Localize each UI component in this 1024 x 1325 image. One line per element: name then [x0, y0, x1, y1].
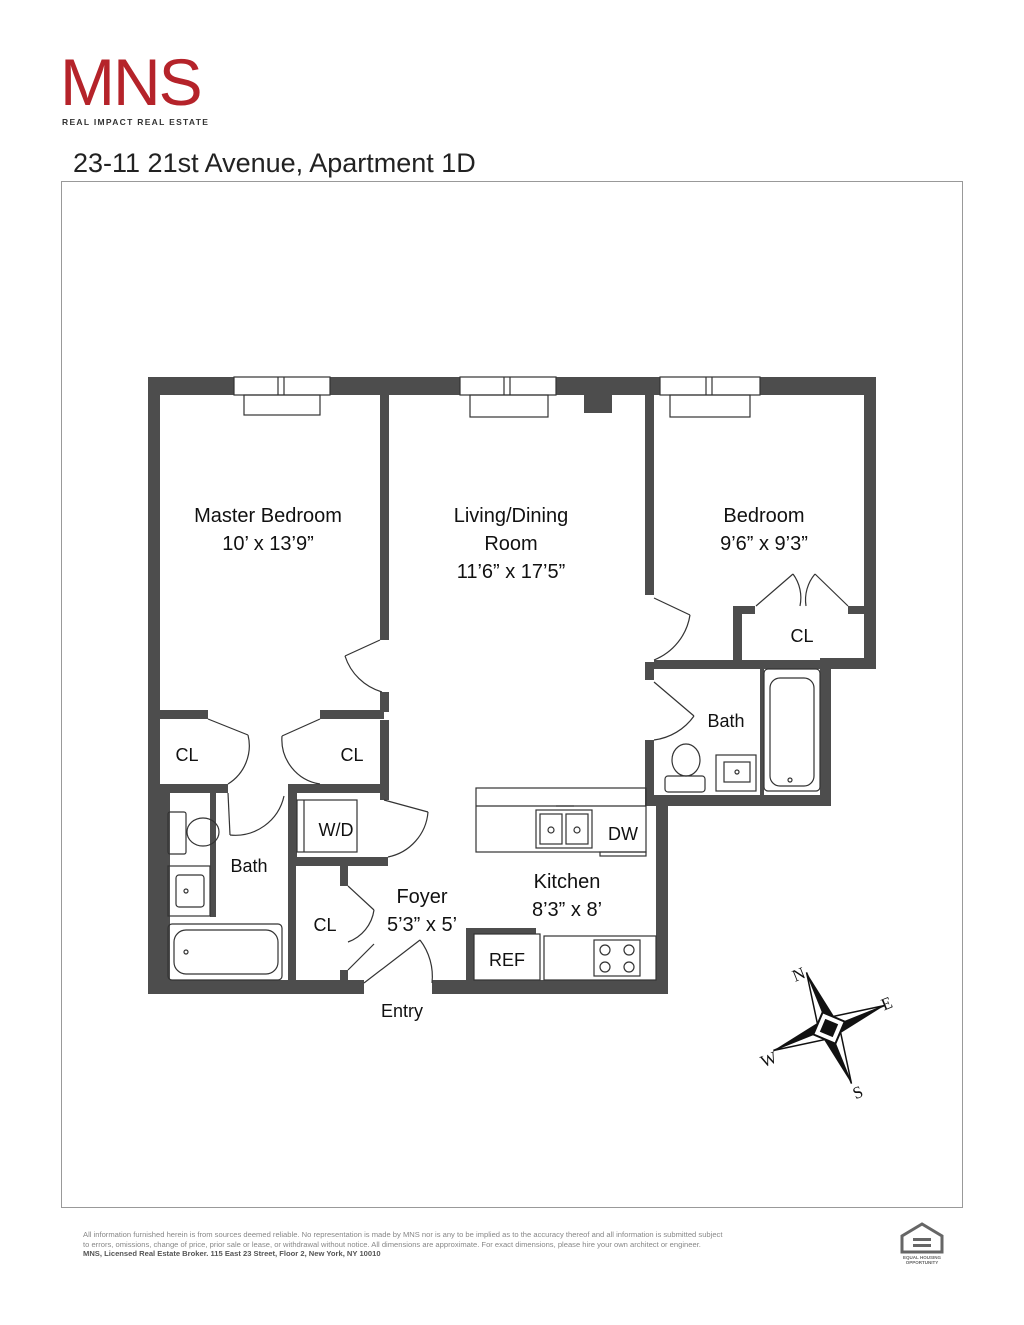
doors [207, 573, 849, 984]
disclaimer-line-2: to errors, omissions, change of price, p… [83, 1239, 701, 1249]
compass-e: E [878, 993, 895, 1015]
eho-line-1: EQUAL HOUSING [903, 1255, 941, 1260]
closet-left-2: CL [340, 745, 363, 765]
equal-housing-icon: EQUAL HOUSING OPPORTUNITY [900, 1222, 944, 1265]
closet-foyer: CL [313, 915, 336, 935]
broker-info: MNS, Licensed Real Estate Broker. 115 Ea… [83, 1249, 381, 1259]
living-name-1: Living/Dining [454, 505, 569, 527]
compass-rose: N E S W [758, 963, 895, 1103]
eho-line-2: OPPORTUNITY [906, 1260, 939, 1265]
living-dims: 11’6” x 17’5” [457, 561, 566, 583]
bath-right-name: Bath [707, 711, 744, 731]
dishwasher-label: DW [608, 824, 638, 844]
refrigerator-label: REF [489, 950, 525, 970]
equal-housing-logo: EQUAL HOUSING OPPORTUNITY [898, 1222, 946, 1268]
logo-wordmark: MNS [60, 45, 203, 119]
entry-label: Entry [381, 1001, 423, 1021]
master-bedroom-dims: 10’ x 13’9” [222, 533, 314, 555]
compass-n: N [790, 963, 809, 985]
legal-disclaimer: All information furnished herein is from… [83, 1230, 883, 1259]
logo-tagline: REAL IMPACT REAL ESTATE [62, 117, 210, 127]
walls [148, 377, 876, 994]
bedroom-dims: 9’6” x 9’3” [720, 533, 808, 555]
floor-plan-frame [61, 181, 963, 1208]
page-title: 23-11 21st Avenue, Apartment 1D [73, 148, 476, 178]
closet-left-1: CL [175, 745, 198, 765]
washer-dryer-label: W/D [319, 820, 354, 840]
bedroom-name: Bedroom [723, 505, 804, 527]
living-name-2: Room [484, 533, 537, 555]
kitchen-dims: 8’3” x 8’ [532, 899, 602, 921]
windows [233, 376, 761, 418]
master-bedroom-name: Master Bedroom [194, 505, 342, 527]
brand-logo: MNS REAL IMPACT REAL ESTATE [60, 49, 220, 130]
room-labels: Master Bedroom 10’ x 13’9” Living/Dining… [175, 505, 813, 1021]
foyer-dims: 5’3” x 5’ [387, 914, 457, 936]
kitchen-name: Kitchen [534, 871, 601, 893]
compass-icon [773, 972, 885, 1084]
foyer-name: Foyer [396, 886, 447, 908]
disclaimer-line-1: All information furnished herein is from… [83, 1230, 723, 1239]
closet-bedroom: CL [790, 626, 813, 646]
bath-left-name: Bath [230, 856, 267, 876]
fixtures [167, 668, 821, 981]
compass-s: S [850, 1082, 866, 1103]
compass-w: W [758, 1047, 781, 1071]
